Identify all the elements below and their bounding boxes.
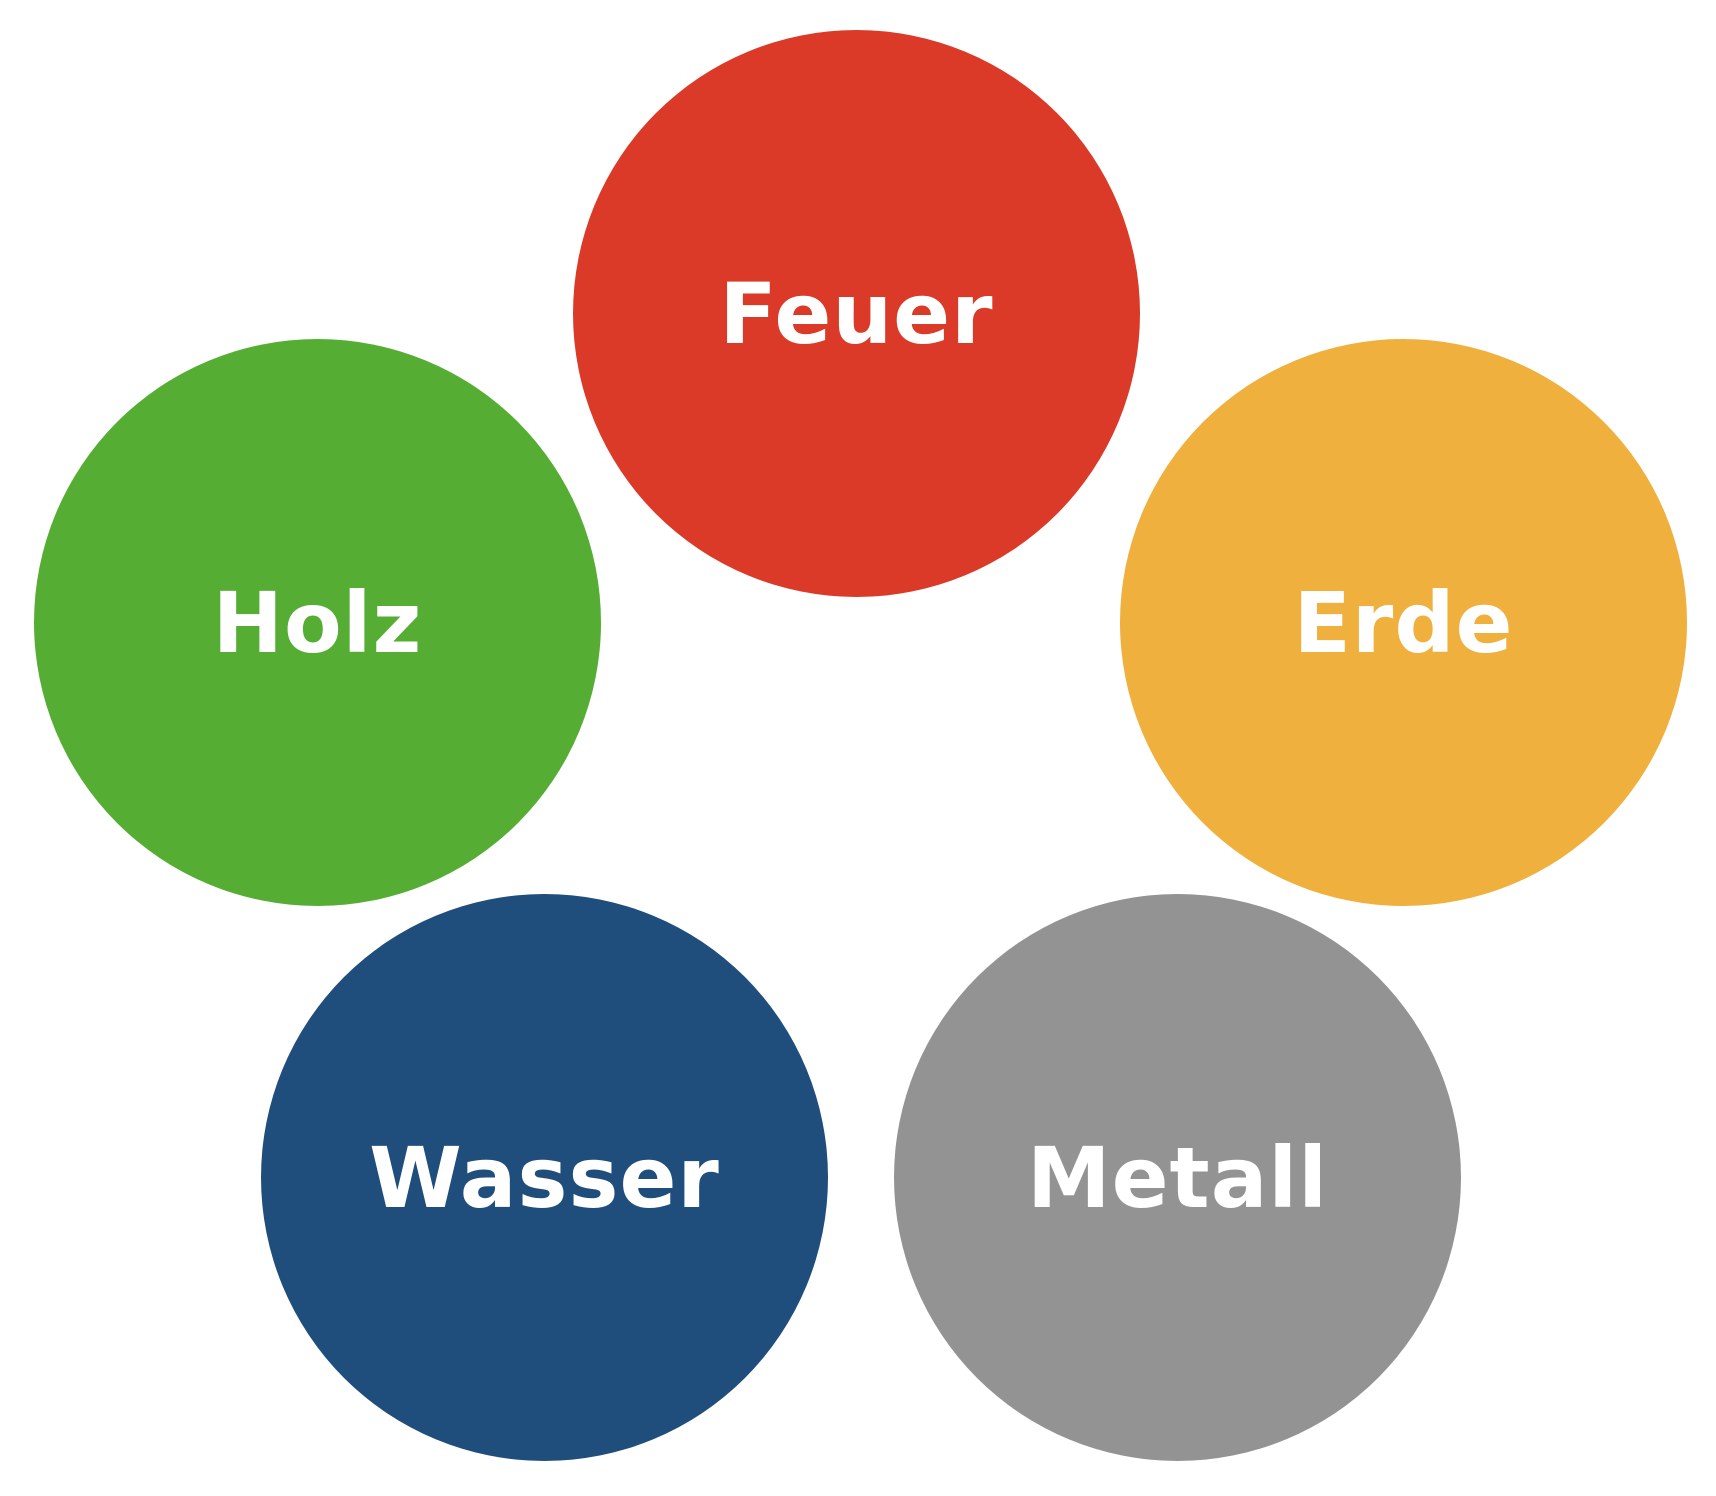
element-circle-metall: Metall xyxy=(894,894,1461,1461)
element-circle-wasser: Wasser xyxy=(261,894,828,1461)
element-label-holz: Holz xyxy=(212,573,423,672)
element-label-metall: Metall xyxy=(1027,1128,1328,1227)
element-circle-holz: Holz xyxy=(34,339,601,906)
element-label-erde: Erde xyxy=(1293,573,1514,672)
element-circle-erde: Erde xyxy=(1120,339,1687,906)
element-label-feuer: Feuer xyxy=(719,264,994,363)
element-label-wasser: Wasser xyxy=(369,1128,720,1227)
element-circle-feuer: Feuer xyxy=(573,30,1140,597)
